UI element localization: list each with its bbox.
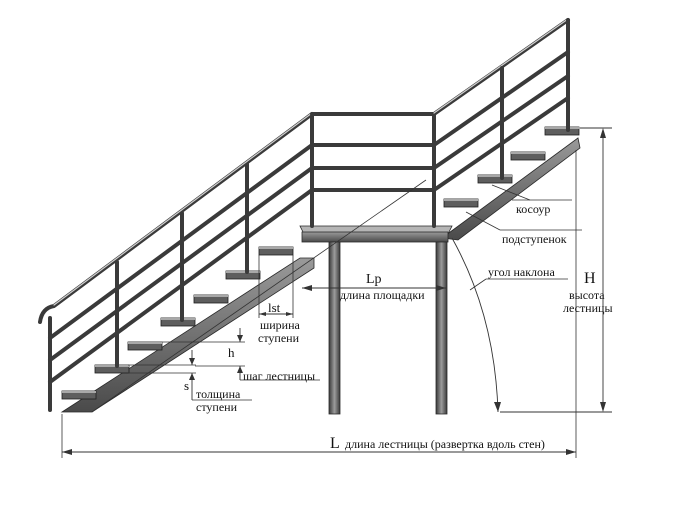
height-label-line2: лестницы — [563, 301, 613, 315]
podstupenok-label: подступенок — [502, 232, 567, 246]
step-width-symbol: lst — [268, 300, 281, 315]
step-width-dimension — [258, 255, 294, 318]
lower-stringer — [60, 257, 315, 413]
step-thickness-label-line2: ступени — [196, 400, 238, 414]
step — [160, 317, 196, 327]
step — [193, 294, 229, 304]
landing-length-dimension — [302, 285, 446, 291]
step-thickness-label-line1: толщина — [196, 387, 241, 401]
height-label-line1: высота — [569, 288, 605, 302]
step — [127, 341, 163, 351]
step-height-dimension — [162, 328, 320, 381]
height-dimension — [500, 127, 612, 413]
step — [258, 246, 294, 256]
landing-length-label: длина площадки — [340, 288, 425, 302]
step — [477, 174, 513, 184]
upper-steps — [443, 126, 580, 208]
podstupenok-leader — [465, 211, 501, 231]
landing-railing — [310, 112, 436, 228]
kosour-leader — [491, 184, 531, 201]
step — [94, 364, 130, 374]
step-thickness-dimension — [128, 350, 252, 401]
kosour-label: косоур — [516, 202, 550, 216]
step — [61, 390, 97, 400]
ugol-label: угол наклона — [488, 265, 555, 279]
step-width-label-line1: ширина — [260, 318, 301, 332]
height-symbol: H — [584, 270, 596, 287]
total-length-symbol: L — [330, 435, 340, 452]
step-height-symbol: h — [228, 345, 235, 360]
step-height-label: шаг лестницы — [243, 369, 315, 383]
ugol-leader — [469, 278, 487, 291]
step — [544, 126, 580, 136]
lower-railing — [38, 112, 314, 412]
total-length-dimension — [61, 150, 577, 458]
step — [225, 270, 261, 280]
landing-length-symbol: Lp — [366, 272, 382, 287]
upper-railing — [432, 18, 570, 192]
step-thickness-symbol: s — [184, 378, 189, 393]
step-width-label-line2: ступени — [258, 331, 300, 345]
total-length-label: длина лестницы (развертка вдоль стен) — [345, 437, 545, 451]
lower-steps — [61, 246, 294, 400]
step — [510, 151, 546, 161]
step — [443, 198, 479, 208]
landing-platform — [299, 225, 453, 415]
